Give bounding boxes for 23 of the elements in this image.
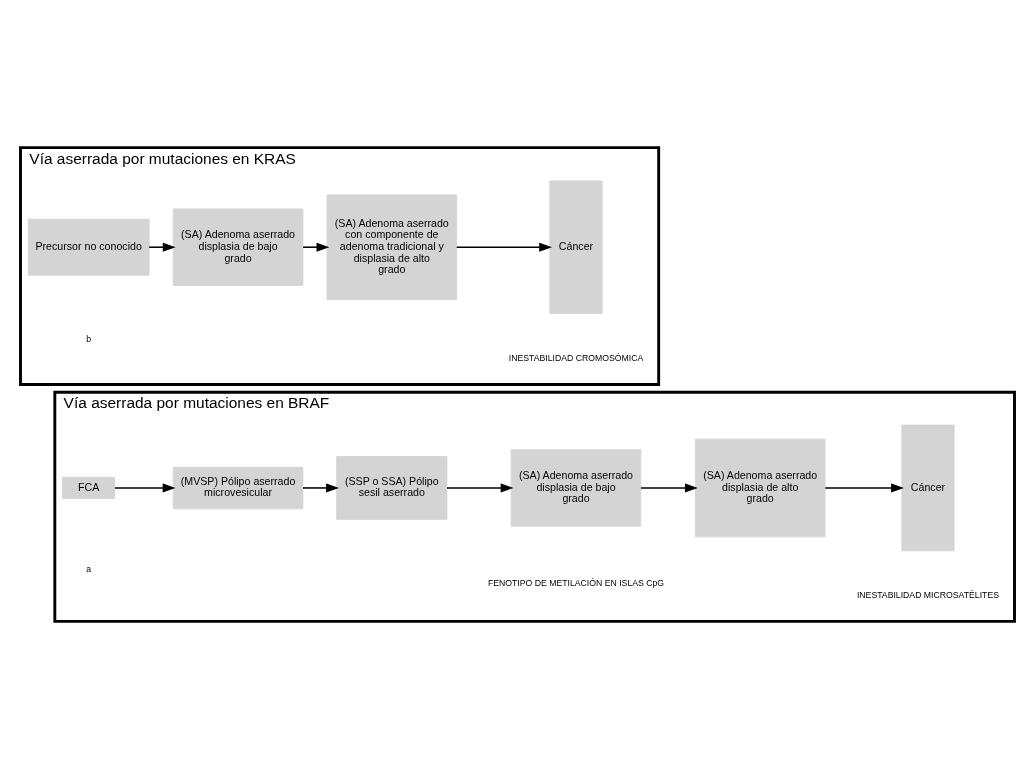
label: INESTABILIDAD CROMOSÓMICA xyxy=(508,353,644,364)
node-box: Cáncer xyxy=(549,180,603,314)
arrow xyxy=(302,242,330,252)
arrow xyxy=(446,483,514,493)
label: FENOTIPO DE METILACIÓN EN ISLAS CpG xyxy=(487,577,665,588)
arrow xyxy=(456,242,552,252)
node-box: (SA) Adenoma aserrado displasia de bajo grado xyxy=(510,449,642,527)
arrow xyxy=(148,242,176,252)
node-box: (SA) Adenoma aserrado con componente de adenoma tradicional y displasia de alto grado xyxy=(326,194,458,300)
label: INESTABILIDAD MICROSATÉLITES xyxy=(856,590,1000,601)
arrow xyxy=(114,483,176,493)
arrow xyxy=(640,483,698,493)
node-box: (MVSP) Pólipo aserrado microvesicular xyxy=(172,466,304,510)
node-box: Precursor no conocido xyxy=(27,218,150,276)
label: b xyxy=(86,334,92,345)
node-box: FCA xyxy=(62,476,116,500)
arrow xyxy=(302,483,339,493)
node-box: Cáncer xyxy=(901,424,955,552)
node-box: (SA) Adenoma aserrado displasia de bajo grado xyxy=(172,208,304,286)
label: a xyxy=(86,564,92,575)
node-box: (SA) Adenoma aserrado displasia de alto grado xyxy=(694,438,826,538)
arrow xyxy=(824,483,904,493)
node-box: (SSP o SSA) Pólipo sesil aserrado xyxy=(336,456,448,520)
